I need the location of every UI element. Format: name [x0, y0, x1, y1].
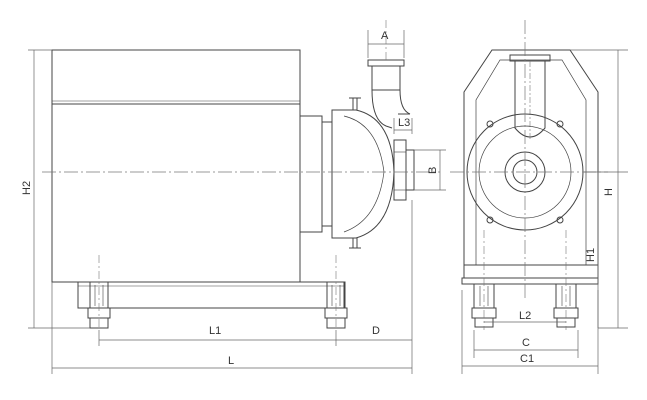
dim-label-h1: H1	[585, 248, 597, 262]
dim-label-l1: L1	[209, 325, 221, 337]
dim-label-h: H	[603, 188, 615, 196]
dim-label-b: B	[427, 167, 439, 174]
dimension-labels: A L3 B H2 L1 D L H H1 L2 C C1	[21, 30, 615, 367]
bolt-top-left	[486, 120, 494, 128]
front-view	[450, 20, 608, 330]
dim-label-l3: L3	[398, 117, 410, 129]
pump-casing	[331, 109, 395, 239]
dim-label-c: C	[522, 337, 530, 349]
dim-label-h2: H2	[21, 181, 33, 195]
front-base	[461, 277, 599, 285]
front-dimensions	[461, 49, 628, 374]
side-view	[42, 20, 440, 330]
dim-label-l: L	[228, 355, 234, 367]
front-housing	[463, 49, 599, 265]
dim-label-l2: L2	[519, 310, 531, 322]
bolt-bottom-right	[556, 216, 564, 224]
side-dimensions	[28, 30, 446, 374]
front-outlet-pipe	[509, 54, 551, 140]
bolt-bottom-left	[486, 216, 494, 224]
base-frame	[77, 281, 345, 309]
motor-flange	[299, 115, 323, 233]
motor-body	[51, 49, 301, 283]
bolt-top-right	[556, 120, 564, 128]
dim-label-d: D	[372, 325, 380, 337]
inlet-pipe	[393, 139, 415, 201]
dim-label-c1: C1	[520, 353, 534, 365]
dim-label-a: A	[381, 30, 389, 42]
